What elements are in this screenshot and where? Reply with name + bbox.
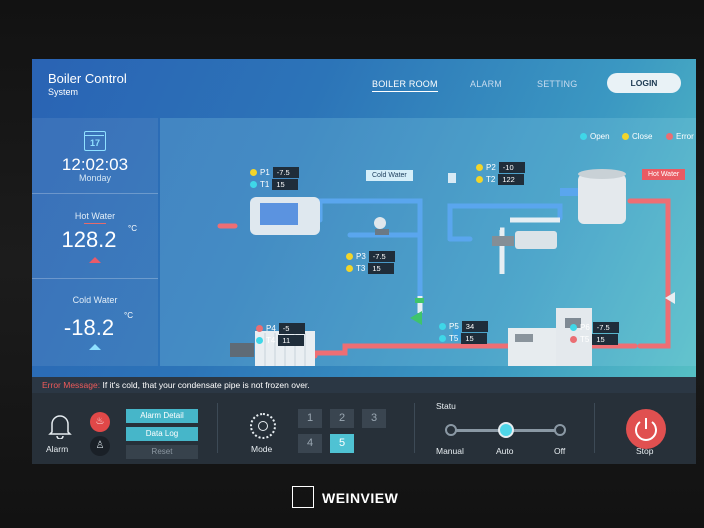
heat-pump-unit: [508, 328, 556, 366]
status-manual-knob[interactable]: [445, 424, 457, 436]
error-label: Error Message:: [42, 380, 101, 390]
pipe-diagram: [217, 169, 675, 366]
weekday: Monday: [78, 173, 112, 183]
status-auto-label[interactable]: Auto: [496, 446, 514, 456]
gear-icon[interactable]: [250, 413, 276, 439]
mode-button-5[interactable]: 5: [330, 434, 354, 453]
stop-button[interactable]: [626, 409, 666, 449]
person-alert-icon[interactable]: ♙: [90, 436, 110, 456]
status-title: Statu: [436, 401, 456, 411]
legend-close: Close: [622, 132, 652, 141]
error-message-bar: Error Message: If it's cold, that your c…: [32, 377, 696, 393]
cold-up-arrow-icon: [89, 344, 101, 350]
hot-water-unit: °C: [128, 224, 137, 233]
alarm-detail-button[interactable]: Alarm Detail: [126, 409, 198, 423]
nav-boiler-room[interactable]: BOILER ROOM: [372, 79, 438, 92]
stop-label: Stop: [636, 446, 654, 456]
app-subtitle: System: [48, 87, 79, 97]
data-log-button[interactable]: Data Log: [126, 427, 198, 441]
mode-button-2[interactable]: 2: [330, 409, 354, 428]
status-manual-label[interactable]: Manual: [436, 446, 464, 456]
status-off-label[interactable]: Off: [554, 446, 566, 456]
alarm-label: Alarm: [46, 444, 69, 454]
app-title: Boiler Control: [48, 71, 127, 86]
clock-time: 12:02:03: [61, 155, 129, 174]
status-side-panel: [32, 118, 158, 366]
legend-open: Open: [580, 132, 610, 141]
login-button[interactable]: LOGIN: [607, 73, 681, 93]
status-auto-knob[interactable]: [498, 422, 514, 438]
reading-p2: P2-10: [476, 162, 525, 173]
status-off-knob[interactable]: [554, 424, 566, 436]
reading-p4: P4-5: [256, 323, 305, 334]
power-icon: [635, 418, 657, 441]
cold-water-label: Cold Water: [72, 295, 118, 305]
fire-icon[interactable]: ♨: [90, 412, 110, 432]
mode-button-1[interactable]: 1: [298, 409, 322, 428]
reading-p1: P1-7.5: [250, 167, 299, 178]
hmi-screen: Boiler Control System BOILER ROOM ALARM …: [32, 59, 696, 464]
hot-water-value: 128.2: [61, 227, 117, 252]
mode-button-3[interactable]: 3: [362, 409, 386, 428]
legend-error: Error: [666, 132, 694, 141]
cold-water-unit: °C: [124, 311, 133, 320]
bell-icon[interactable]: [48, 413, 72, 439]
reset-button[interactable]: Reset: [126, 445, 198, 459]
hot-up-arrow-icon: [89, 257, 101, 263]
hot-water-tag: Hot Water: [642, 169, 686, 180]
cold-water-value: -18.2: [63, 315, 115, 340]
boiler-diagram-panel: Open Close Error Cold Water Hot Water P1…: [160, 118, 696, 366]
reading-p3: P3-7.5: [346, 251, 395, 262]
mode-button-4[interactable]: 4: [298, 434, 322, 453]
calendar-icon: [84, 131, 106, 151]
cold-water-tag: Cold Water: [366, 170, 413, 181]
control-bar: Alarm ♨ ♙ Alarm Detail Data Log Reset Mo…: [32, 393, 696, 464]
error-text: If it's cold, that your condensate pipe …: [102, 380, 310, 390]
brand-logo-icon: [292, 486, 314, 508]
hot-water-label: Hot Water: [74, 211, 116, 221]
calendar-day: 17: [89, 138, 100, 148]
mode-label: Mode: [251, 444, 273, 454]
brand-name: WEINVIEW: [322, 490, 399, 506]
storage-tank: [578, 174, 626, 224]
nav-setting[interactable]: SETTING: [537, 79, 578, 89]
nav-alarm[interactable]: ALARM: [470, 79, 503, 89]
reading-p6: P6-7.5: [570, 322, 619, 333]
